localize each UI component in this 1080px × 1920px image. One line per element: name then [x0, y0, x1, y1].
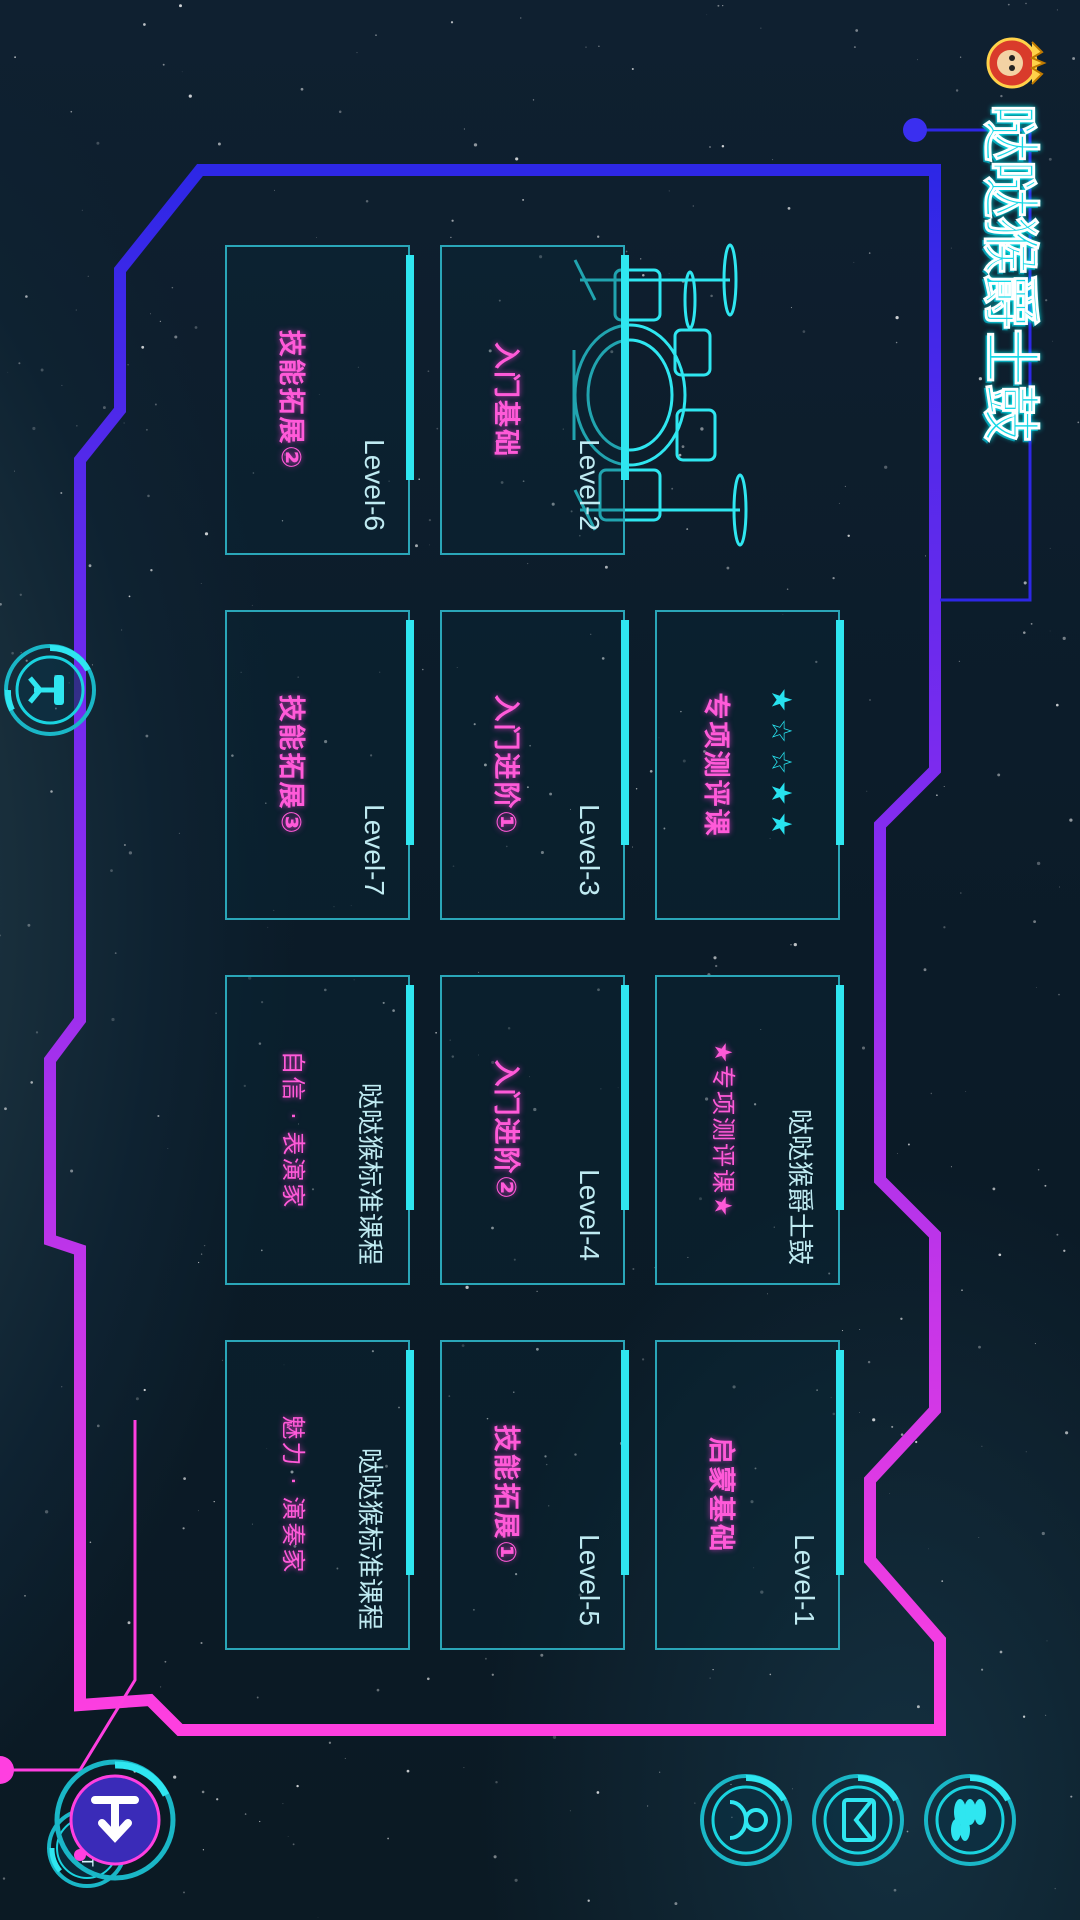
mail-button[interactable]: [808, 1770, 908, 1870]
course-card[interactable]: Level-5 技能拓展①: [440, 1340, 629, 1650]
exit-side-button[interactable]: [50, 1755, 180, 1885]
course-card-title: Level-7: [359, 804, 390, 896]
card-accent-bar: [621, 1350, 629, 1575]
course-card-subtitle: 入门基础: [490, 342, 521, 458]
course-card[interactable]: ★☆☆★★ 专项测评课: [655, 610, 844, 920]
course-card-subtitle: 魅力 · 演奏家: [279, 1415, 307, 1575]
course-card[interactable]: 哒哒猴爵士鼓 ★专项测评课★: [655, 975, 844, 1285]
drum-kit-illustration: [570, 240, 770, 550]
exit-arrow-icon: [54, 1759, 176, 1881]
card-accent-bar: [836, 1350, 844, 1575]
card-accent-bar: [406, 620, 414, 845]
course-card-subtitle: 技能拓展①: [490, 1424, 521, 1566]
course-card-title: 哒哒猴爵士鼓: [785, 1108, 815, 1265]
course-card-title: Level-3: [574, 804, 605, 896]
card-accent-bar: [621, 620, 629, 845]
course-card[interactable]: Level-7 技能拓展③: [225, 610, 414, 920]
coins-icon: [924, 1774, 1016, 1866]
course-card-subtitle: 入门进阶①: [490, 694, 521, 836]
card-accent-bar: [836, 620, 844, 845]
course-card-title: Level-2: [574, 439, 605, 531]
drum-throne-button[interactable]: [0, 640, 100, 740]
course-card-title: Level-4: [574, 1169, 605, 1261]
drum-throne-icon: [4, 644, 96, 736]
card-accent-bar: [406, 985, 414, 1210]
course-card-subtitle: 专项测评课: [700, 692, 731, 838]
user-icon: [700, 1774, 792, 1866]
course-card[interactable]: Level-2 入门基础: [440, 245, 629, 555]
profile-button[interactable]: [696, 1770, 796, 1870]
course-card[interactable]: 哒哒猴标准课程 魅力 · 演奏家: [225, 1340, 414, 1650]
card-accent-bar: [621, 255, 629, 480]
course-card[interactable]: Level-1 启蒙基础: [655, 1340, 844, 1650]
mail-icon: [812, 1774, 904, 1866]
course-card-title: 哒哒猴标准课程: [355, 1447, 385, 1630]
drum-kit-icon: [572, 243, 748, 547]
course-card-subtitle: 技能拓展②: [275, 329, 306, 471]
course-card-stars: ★☆☆★★: [765, 687, 798, 843]
course-card-title: Level-5: [574, 1534, 605, 1626]
course-card-subtitle: 技能拓展③: [275, 694, 306, 836]
app-title: 哒哒猴爵士鼓: [976, 104, 1045, 441]
coins-button[interactable]: [920, 1770, 1020, 1870]
card-accent-bar: [406, 1350, 414, 1575]
monkey-mascot-icon: [980, 28, 1050, 98]
course-card-title: Level-6: [359, 439, 390, 531]
course-card-subtitle: 启蒙基础: [705, 1437, 736, 1553]
course-card-subtitle: 入门进阶②: [490, 1059, 521, 1201]
course-card-subtitle: ★专项测评课★: [709, 1041, 737, 1219]
app-logo: 哒哒猴爵士鼓: [970, 28, 1060, 441]
card-accent-bar: [836, 985, 844, 1210]
course-card[interactable]: 哒哒猴标准课程 自信 · 表演家: [225, 975, 414, 1285]
course-card[interactable]: Level-4 入门进阶②: [440, 975, 629, 1285]
course-card-title: Level-1: [789, 1534, 820, 1626]
course-card-title: 哒哒猴标准课程: [355, 1082, 385, 1265]
card-accent-bar: [406, 255, 414, 480]
course-card[interactable]: Level-6 技能拓展②: [225, 245, 414, 555]
card-accent-bar: [621, 985, 629, 1210]
course-card[interactable]: Level-3 入门进阶①: [440, 610, 629, 920]
course-card-subtitle: 自信 · 表演家: [279, 1050, 307, 1210]
